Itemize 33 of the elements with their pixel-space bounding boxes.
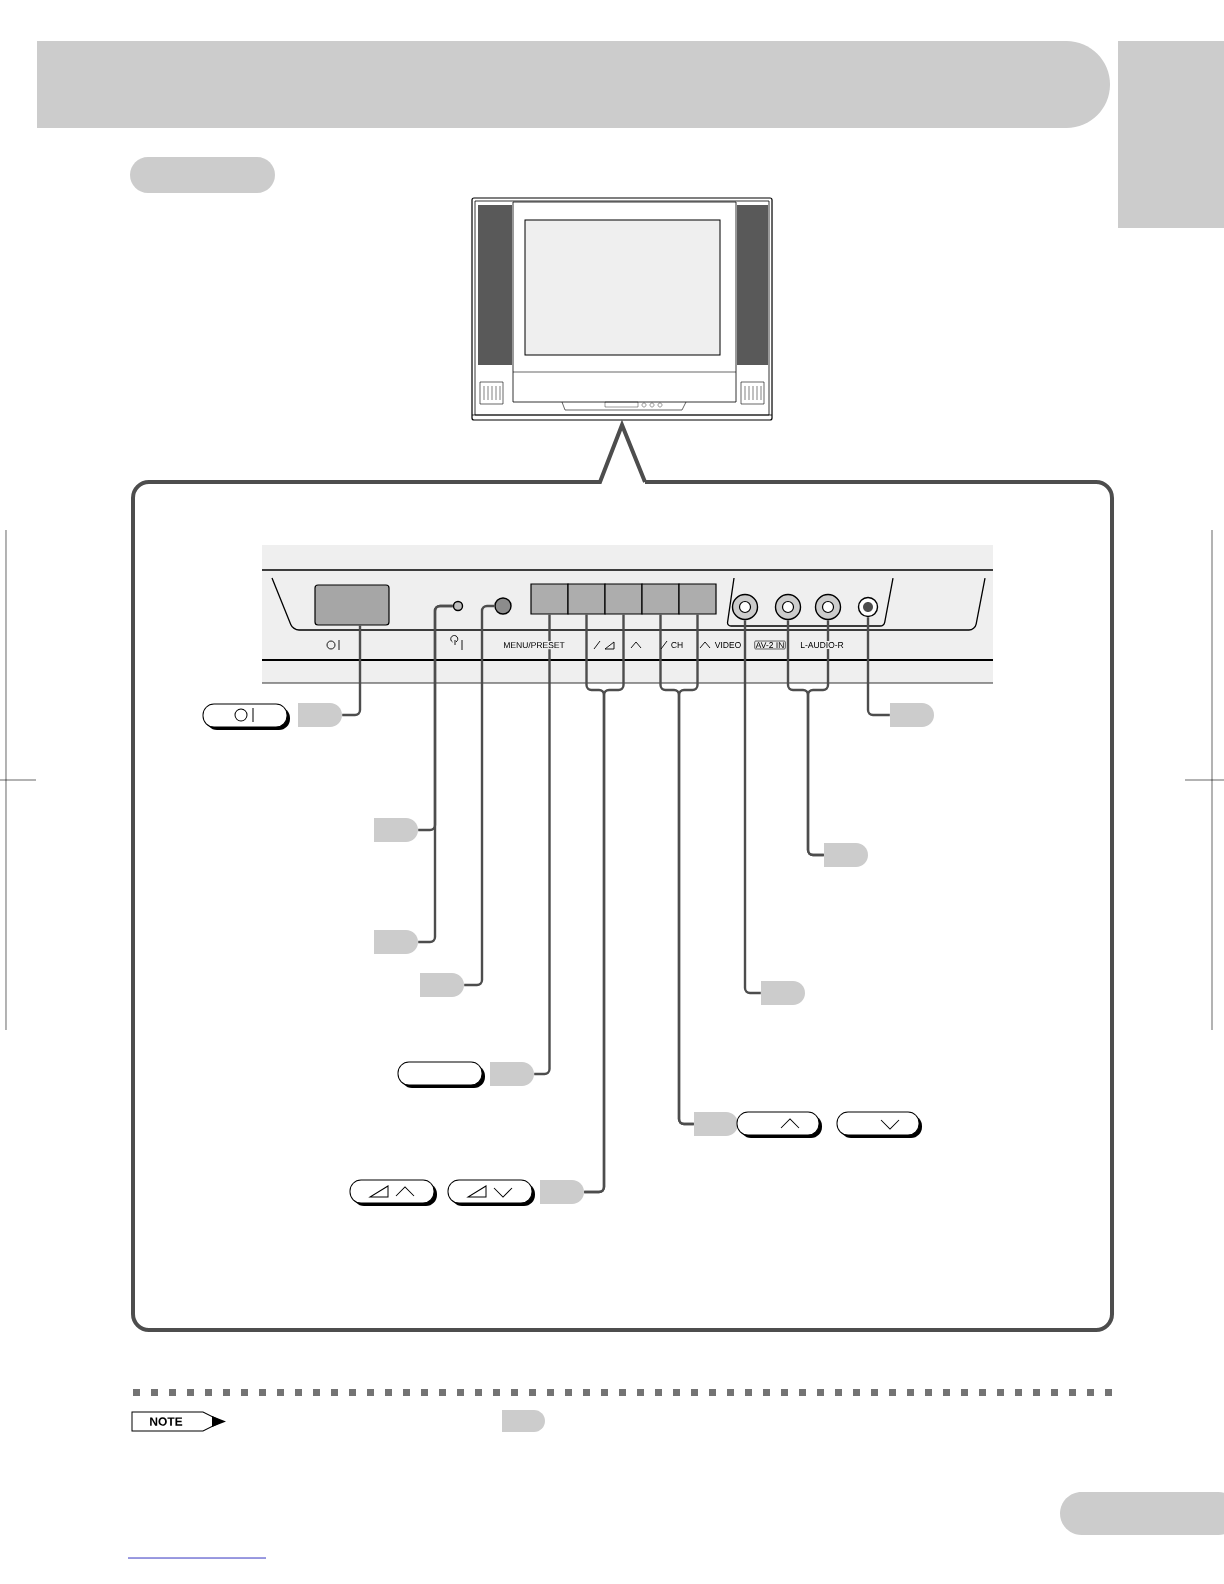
callout-tab	[824, 843, 868, 867]
callout-tab	[298, 703, 342, 727]
remote-sensor	[494, 597, 512, 615]
control-button	[567, 583, 606, 615]
control-button	[641, 583, 680, 615]
callout-tab	[694, 1112, 738, 1136]
callout-tab	[761, 981, 805, 1005]
panel-label: MENU/PRESET	[502, 640, 566, 650]
callout-tab	[540, 1180, 584, 1204]
note-tag: NOTE	[131, 1411, 226, 1432]
power-switch	[314, 584, 390, 626]
heading-band	[37, 41, 1110, 128]
panel-label: VIDEO	[713, 641, 743, 649]
indicator-lamp	[452, 600, 464, 612]
page-number-tab	[1060, 1492, 1224, 1535]
input-jack	[731, 593, 759, 621]
callout-tab	[890, 703, 934, 727]
input-jack	[814, 593, 842, 621]
callout-tab	[502, 1410, 545, 1432]
callout-tab	[374, 930, 418, 954]
callout-tab	[490, 1062, 534, 1086]
control-button	[530, 583, 569, 615]
side-tab	[1118, 41, 1224, 228]
control-button	[678, 583, 717, 615]
panel-label: AV-2 IN	[754, 640, 786, 650]
headphone-jack	[857, 596, 879, 618]
panel-label: CH	[669, 641, 685, 649]
callout-tab	[420, 973, 464, 997]
panel-label: L-AUDIO-R	[799, 641, 845, 649]
section-tab	[130, 157, 275, 193]
callout-tab	[374, 818, 418, 842]
control-button	[604, 583, 643, 615]
input-jack	[774, 593, 802, 621]
